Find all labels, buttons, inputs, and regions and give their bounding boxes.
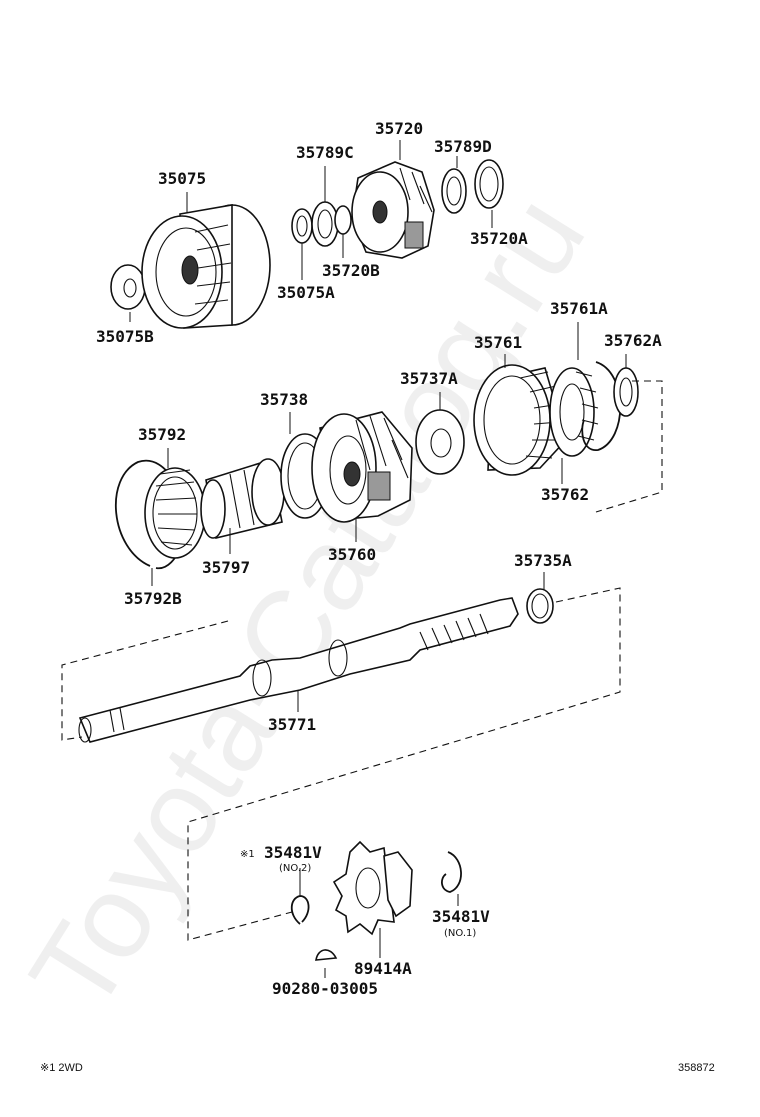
part-35720B-washer[interactable] (334, 205, 352, 235)
part-35761-ring-gear[interactable] (473, 364, 567, 476)
part-90280-03005-key[interactable] (315, 949, 338, 961)
label-35761: 35761 (474, 333, 522, 352)
label-35792B: 35792B (124, 589, 182, 608)
label-35735A: 35735A (514, 551, 572, 570)
label-35720B: 35720B (322, 261, 380, 280)
group-bracket-shaft-right (187, 587, 621, 941)
part-35792-ring-gear[interactable] (144, 467, 206, 559)
part-35737A-washer[interactable] (415, 409, 465, 475)
label-35075: 35075 (158, 169, 206, 188)
part-35789D-bearing[interactable] (441, 168, 467, 214)
part-35075A-ring[interactable] (291, 208, 313, 244)
label-35720A: 35720A (470, 229, 528, 248)
label-no1: (NO.1) (444, 928, 476, 939)
label-35481V-no1: 35481V (432, 907, 490, 926)
label-35762A: 35762A (604, 331, 662, 350)
label-35737A: 35737A (400, 369, 458, 388)
part-35720A-washer[interactable] (474, 159, 504, 209)
part-35075-drum[interactable] (141, 204, 271, 329)
label-35075A: 35075A (277, 283, 335, 302)
leader-lines (129, 140, 627, 978)
label-35075B: 35075B (96, 327, 154, 346)
label-no2: (NO.2) (279, 863, 311, 874)
part-89414A-rotor[interactable] (332, 840, 413, 936)
label-35771: 35771 (268, 715, 316, 734)
label-35792: 35792 (138, 425, 186, 444)
part-35481V-no1-snap-ring[interactable] (441, 851, 462, 893)
part-35789C-bearing[interactable] (311, 201, 339, 247)
part-35720-carrier[interactable] (351, 161, 435, 259)
footer-note: ※1 2WD (40, 1062, 83, 1074)
part-35761A-snap-ring[interactable] (581, 361, 622, 451)
label-35797: 35797 (202, 558, 250, 577)
label-35761A: 35761A (550, 299, 608, 318)
label-35481V-no2: 35481V (264, 843, 322, 862)
label-35760: 35760 (328, 545, 376, 564)
part-35760-planetary-gear[interactable] (311, 411, 413, 523)
group-bracket-shaft-left (61, 620, 229, 741)
part-35075B-washer[interactable] (110, 264, 146, 310)
part-35481V-no2-snap-ring[interactable] (290, 895, 310, 925)
label-marker: ※1 (240, 849, 255, 860)
part-35797-hub[interactable] (200, 458, 285, 539)
label-35720: 35720 (375, 119, 423, 138)
diagram-number: 358872 (678, 1062, 715, 1074)
part-35762A-washer[interactable] (613, 367, 639, 417)
part-35771-shaft[interactable] (78, 597, 519, 743)
label-89414A: 89414A (354, 959, 412, 978)
label-35762: 35762 (541, 485, 589, 504)
label-35789C: 35789C (296, 143, 354, 162)
label-90280-03005: 90280-03005 (272, 979, 378, 998)
part-35735A-ring[interactable] (526, 588, 554, 624)
label-35789D: 35789D (434, 137, 492, 156)
group-bracket-upper (595, 380, 663, 513)
label-35738: 35738 (260, 390, 308, 409)
part-35762-gear[interactable] (549, 367, 599, 457)
